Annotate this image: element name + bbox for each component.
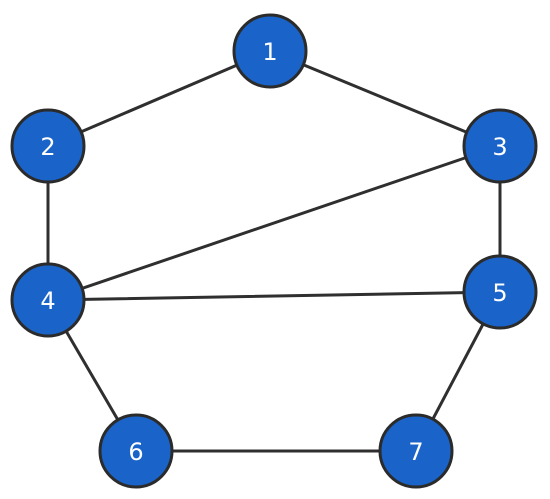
node-2: 2 bbox=[10, 108, 86, 184]
node-label: 4 bbox=[40, 287, 55, 315]
edge-3-4 bbox=[46, 144, 502, 302]
node-circle bbox=[10, 108, 86, 184]
node-circle bbox=[10, 262, 86, 338]
node-circle bbox=[462, 108, 538, 184]
node-circle bbox=[462, 254, 538, 330]
node-label: 7 bbox=[408, 438, 423, 466]
node-4: 4 bbox=[10, 262, 86, 338]
node-circle bbox=[378, 413, 454, 489]
node-label: 2 bbox=[40, 133, 55, 161]
node-label: 3 bbox=[492, 133, 507, 161]
edge-4-5 bbox=[46, 290, 502, 302]
node-label: 5 bbox=[492, 279, 507, 307]
node-5: 5 bbox=[462, 254, 538, 330]
node-label: 1 bbox=[262, 38, 277, 66]
nodes-layer: 1 2 3 4 5 6 7 bbox=[10, 13, 538, 489]
node-1: 1 bbox=[232, 13, 308, 89]
edge-1-2 bbox=[46, 49, 272, 148]
node-circle bbox=[98, 413, 174, 489]
node-7: 7 bbox=[378, 413, 454, 489]
node-6: 6 bbox=[98, 413, 174, 489]
node-circle bbox=[232, 13, 308, 89]
edges-layer bbox=[46, 49, 502, 453]
node-3: 3 bbox=[462, 108, 538, 184]
node-label: 6 bbox=[128, 438, 143, 466]
edge-1-3 bbox=[268, 49, 502, 148]
